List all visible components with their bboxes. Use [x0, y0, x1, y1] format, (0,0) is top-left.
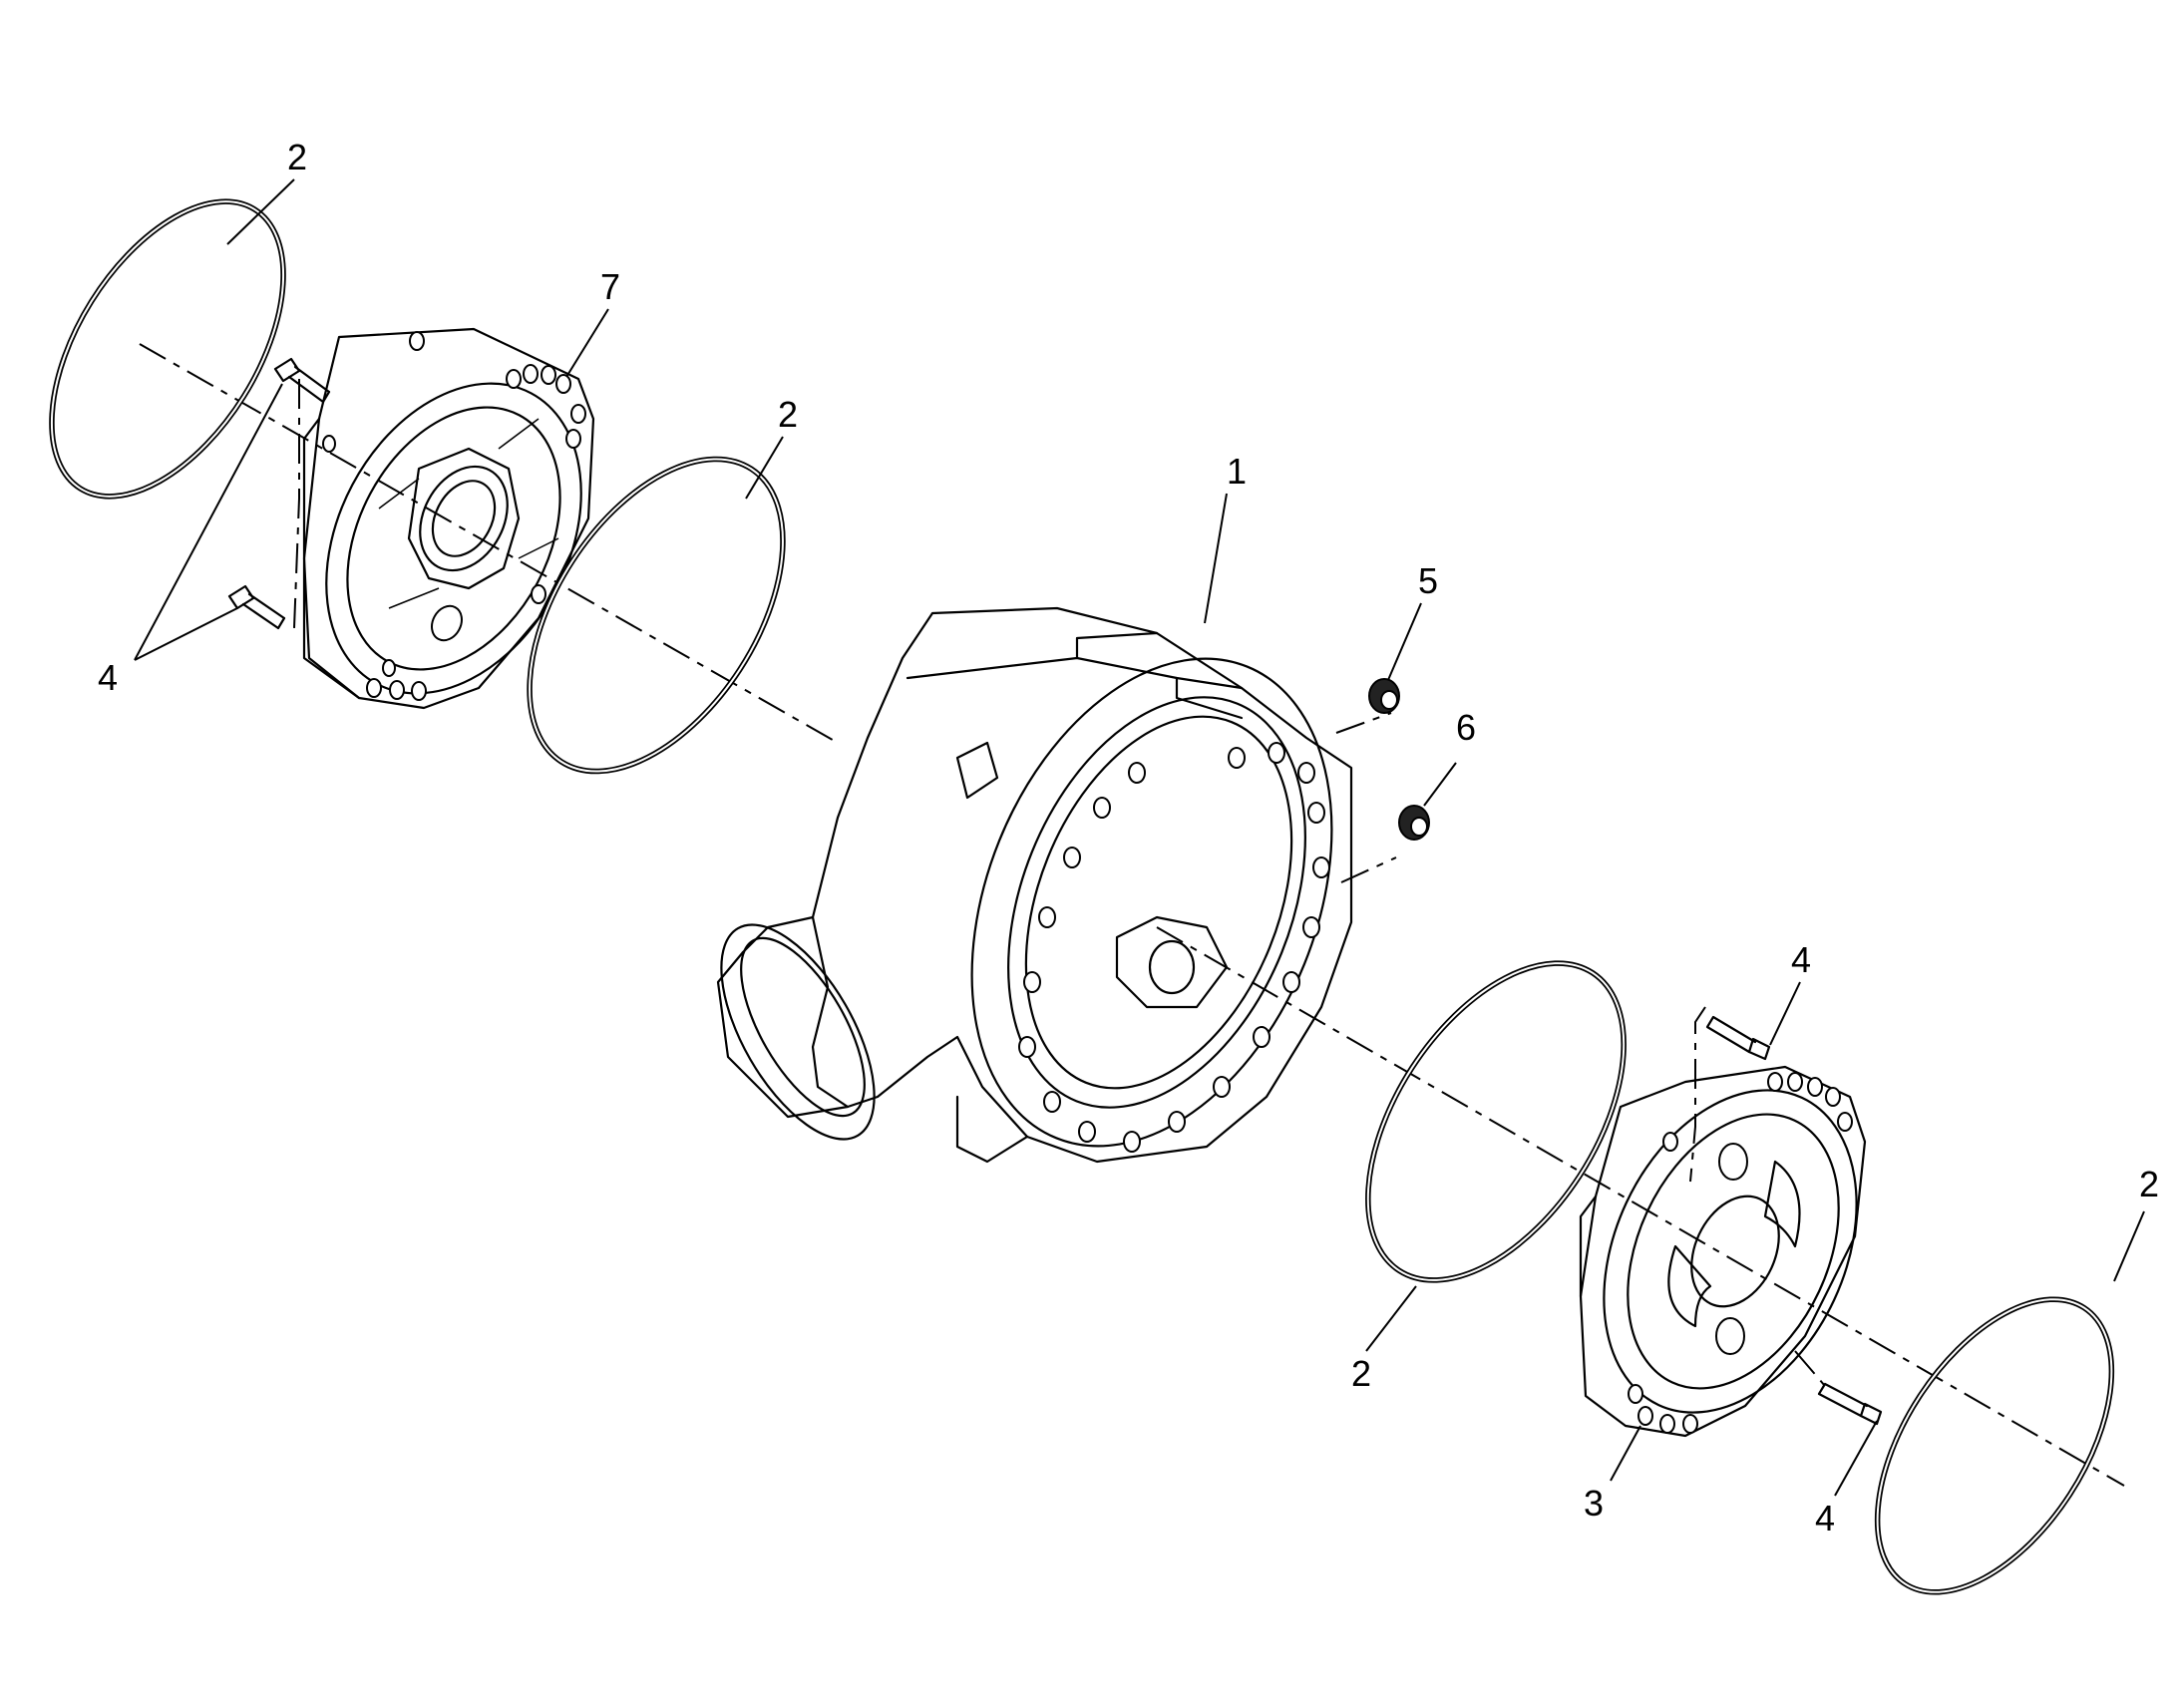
plug-upper — [1368, 678, 1400, 714]
callout-cover-right: 3 — [1584, 1483, 1604, 1524]
callout-bolt-right-lower: 4 — [1815, 1498, 1835, 1538]
callout-ring-top-left: 2 — [287, 137, 307, 177]
callout-plug-lower: 6 — [1456, 707, 1476, 748]
callout-housing: 1 — [1227, 451, 1247, 492]
o-ring-right-front — [1365, 960, 1627, 1283]
o-ring-mid-left — [527, 456, 786, 775]
callout-labels: 2 7 2 1 5 6 4 4 2 2 3 4 — [98, 137, 2159, 1538]
callout-bolt-right-upper: 4 — [1791, 939, 1811, 980]
end-cover-right — [1579, 1065, 1867, 1438]
callout-ring-far-right: 2 — [2139, 1164, 2159, 1204]
callout-ring-mid-left: 2 — [778, 394, 798, 435]
leader-lines — [134, 178, 2145, 1497]
o-ring-top-left — [49, 198, 286, 500]
plug-lower — [1398, 805, 1430, 841]
callout-cover-left: 7 — [600, 266, 620, 307]
callout-plug-upper: 5 — [1418, 560, 1438, 601]
o-ring-far-right — [1874, 1296, 2115, 1595]
axle-housing — [716, 606, 1353, 1164]
bolts-left — [227, 357, 331, 630]
callout-bolts-left: 4 — [98, 657, 118, 698]
bolts-right — [1689, 1006, 1883, 1426]
callout-ring-right-front: 2 — [1351, 1353, 1371, 1394]
end-cover-left — [302, 327, 595, 710]
